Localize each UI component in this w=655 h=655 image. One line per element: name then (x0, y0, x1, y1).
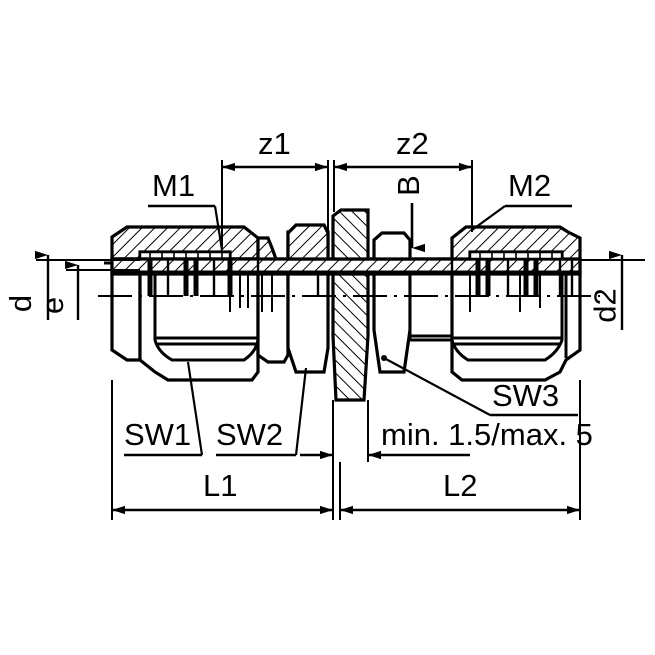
label-SW3: SW3 (492, 378, 560, 413)
dimension-d2 (580, 250, 645, 330)
body-hex-lower (286, 272, 330, 374)
callout-SW1 (124, 361, 204, 457)
lock-nut-upper-section (372, 231, 412, 261)
label-e: e (35, 296, 71, 315)
callout-M2 (471, 204, 572, 231)
label-d: d (3, 294, 39, 313)
label-M2: M2 (508, 168, 552, 203)
leader-SW2 (294, 367, 308, 456)
dimension-e (65, 260, 140, 320)
lock-nut-lower (372, 272, 412, 374)
bulkhead-panel-lower (331, 272, 370, 402)
label-M1: M1 (152, 168, 196, 203)
label-z1: z1 (258, 126, 291, 161)
label-B: B (390, 175, 426, 196)
leader-M1 (213, 205, 224, 251)
callout-SW2 (216, 367, 308, 457)
dimension-z2 (333, 160, 473, 232)
label-panel-thickness: min. 1.5/max. 5 (381, 417, 593, 452)
label-L1: L1 (203, 468, 238, 503)
label-L2: L2 (443, 468, 478, 503)
right-thread-detail (468, 250, 564, 261)
right-union-nut-outline (450, 272, 582, 382)
dimension-L2 (339, 380, 581, 520)
dimension-d (35, 250, 140, 320)
dimension-z1 (221, 160, 329, 250)
body-hex-boss-upper (286, 223, 330, 261)
label-SW2: SW2 (216, 417, 284, 452)
bore-lines-upper (104, 261, 580, 274)
right-nut-hex-faces (450, 274, 568, 362)
leader-SW3-dot (381, 355, 387, 361)
leader-SW3 (383, 357, 491, 416)
ferrule-edges-thin-upper (166, 259, 574, 296)
label-SW1: SW1 (124, 417, 192, 452)
leader-M2 (471, 205, 506, 231)
label-z2: z2 (396, 126, 429, 161)
dimension-panel-thickness (300, 400, 470, 462)
fitting-assembly (98, 208, 600, 402)
middle-shaft-lower (408, 272, 454, 342)
callout-SW3 (381, 355, 578, 417)
dimension-L1 (111, 380, 334, 520)
ferrule-edges-upper (147, 259, 539, 296)
label-d2: d2 (587, 288, 623, 323)
leader-SW1 (186, 361, 204, 456)
callout-M1 (148, 204, 224, 251)
bulkhead-panel-upper (331, 208, 370, 261)
